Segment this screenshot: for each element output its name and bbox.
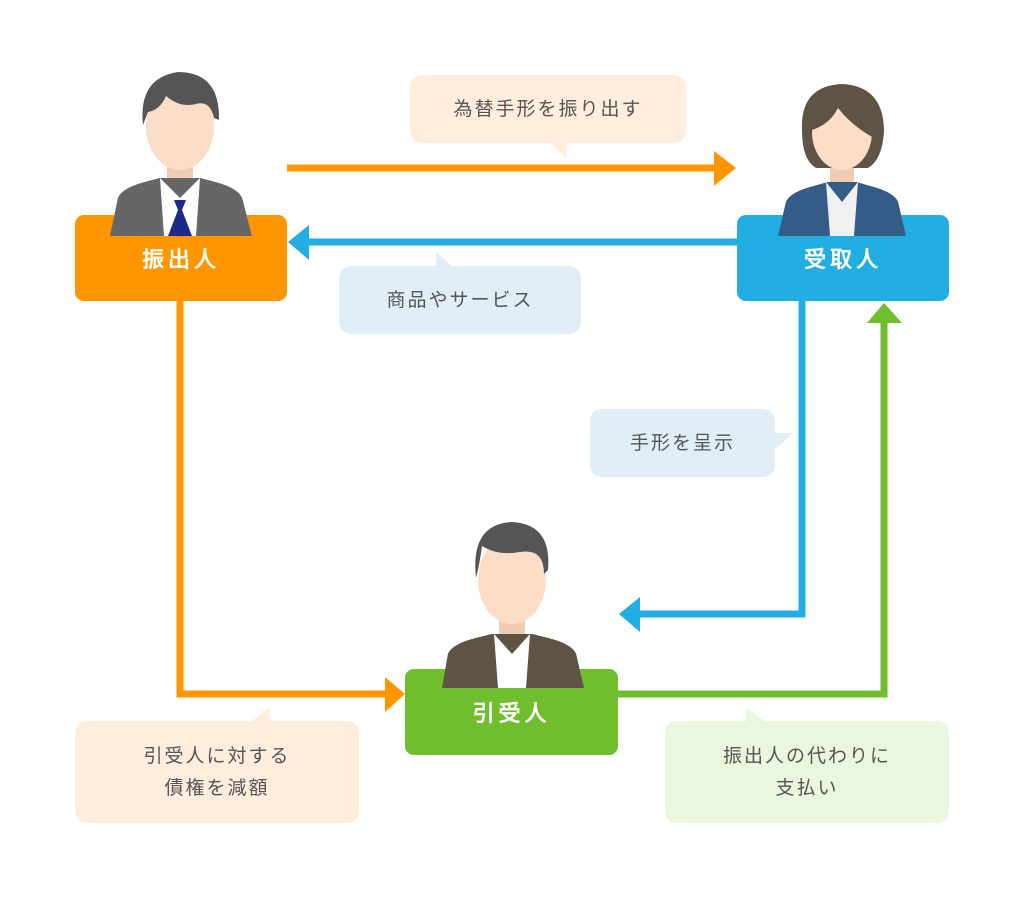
bubble-present-bill-tail (775, 433, 793, 449)
payee-label-text: 受取人 (803, 248, 882, 273)
bubble-goods-services: 商品やサービス (339, 266, 581, 334)
payee-label: 受取人 (737, 215, 949, 301)
bubble-present-bill-text: 手形を呈示 (629, 432, 735, 454)
bubble-issue-bill: 為替手形を振り出す (410, 75, 686, 143)
bubble-goods-services-tail (436, 252, 452, 266)
drawer-label-text: 振出人 (141, 248, 220, 273)
bubble-present-bill: 手形を呈示 (590, 409, 775, 477)
bubble-reduce-claim-tail (252, 707, 270, 721)
businessman-icon (110, 72, 252, 236)
bubble-issue-bill-text: 為替手形を振り出す (453, 98, 643, 120)
bubble-pay-on-behalf-text: 振出人の代わりに 支払い (722, 745, 891, 799)
arrow-drawer-to-acceptor (176, 300, 405, 712)
acceptor-label: 引受人 (405, 669, 618, 755)
bubble-reduce-claim: 引受人に対する 債権を減額 (75, 721, 359, 823)
bubble-pay-on-behalf-tail (746, 707, 764, 721)
bubble-pay-on-behalf: 振出人の代わりに 支払い (665, 721, 949, 823)
acceptor-label-text: 引受人 (472, 702, 551, 727)
arrow-acceptor-to-payee (616, 303, 902, 698)
bubble-issue-bill-tail (550, 142, 566, 158)
arrow-payee-to-drawer (288, 225, 740, 260)
bubble-goods-services-text: 商品やサービス (386, 289, 534, 311)
drawer-label: 振出人 (75, 215, 287, 301)
businesswoman-icon (778, 84, 906, 236)
arrow-drawer-to-payee (287, 151, 736, 186)
bubble-reduce-claim-text: 引受人に対する 債権を減額 (143, 745, 291, 799)
man-icon (442, 522, 584, 688)
arrow-payee-to-acceptor (619, 300, 806, 632)
